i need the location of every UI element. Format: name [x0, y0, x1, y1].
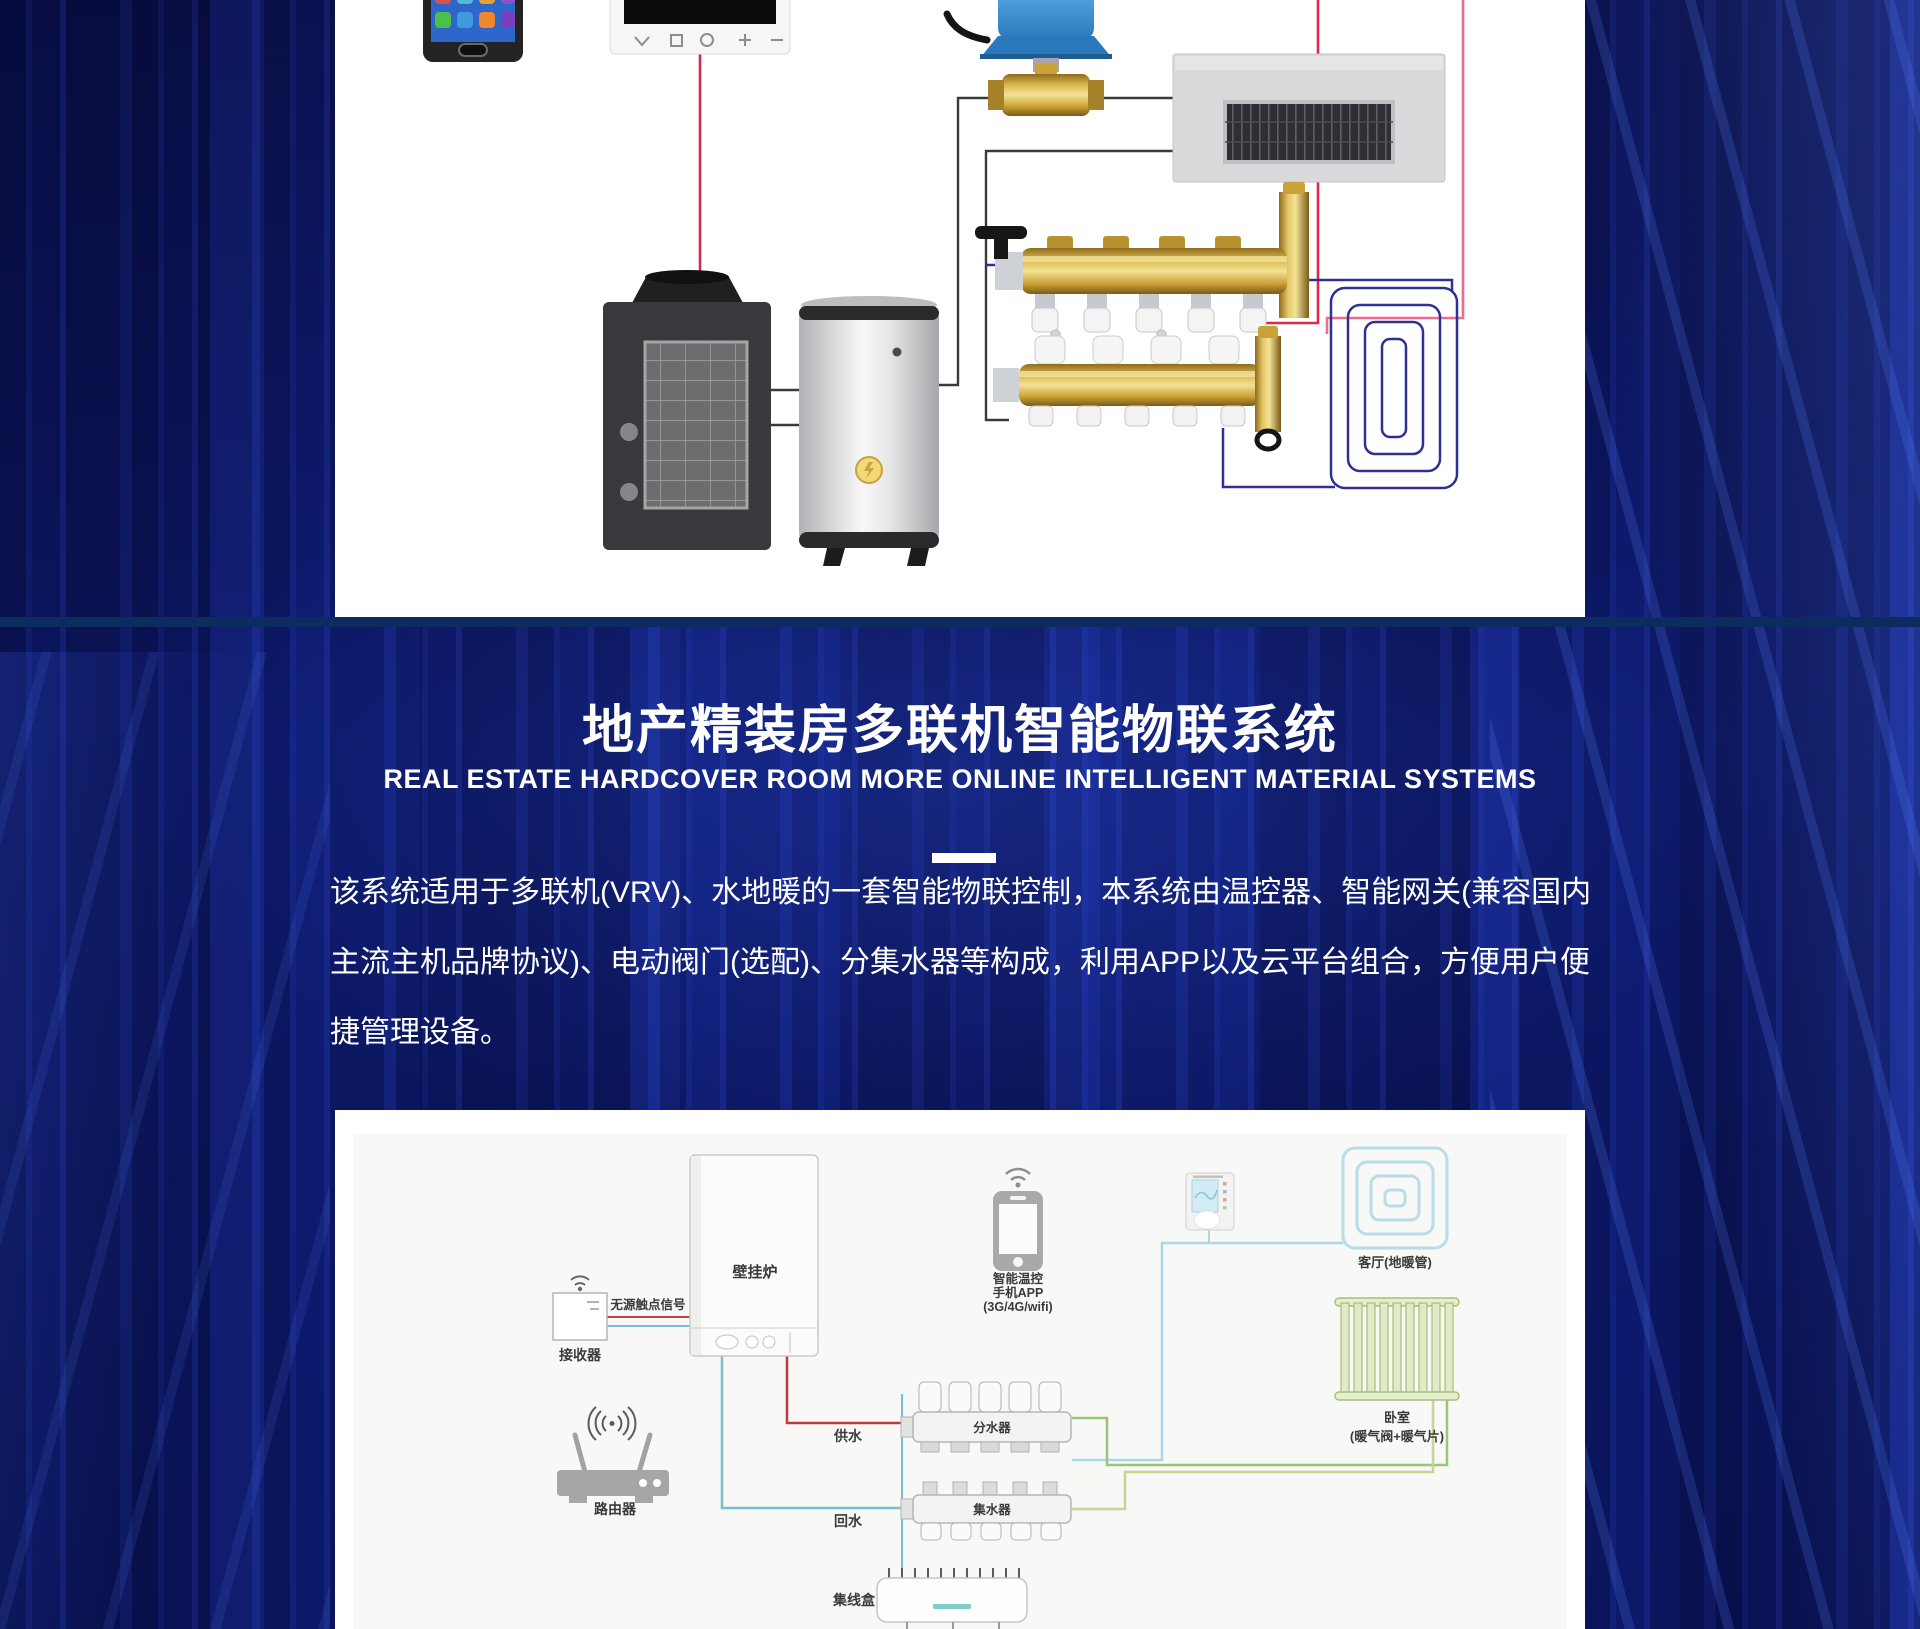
bedroom-label: 卧室	[1384, 1410, 1410, 1425]
valve-handle	[975, 226, 1027, 239]
wiring-lines	[607, 1230, 1449, 1578]
pipe-ac-to-lower-manifold	[984, 149, 1173, 422]
mode-button-icon	[634, 36, 650, 47]
vrv-system-diagram	[423, 0, 1465, 566]
boiler-system-diagram-panel: 客厅(地暖管) 卧室 (暖气阀+暖气片)	[335, 1110, 1585, 1629]
router-antennas	[572, 1432, 653, 1475]
living-room-label: 客厅(地暖管)	[1358, 1255, 1432, 1270]
bedroom-radiator	[1334, 1297, 1460, 1401]
supply-pipe	[785, 1356, 913, 1425]
receiver	[552, 1275, 608, 1341]
controller-buttons	[634, 33, 783, 47]
pipe-heatpump-to-tank	[770, 388, 799, 427]
phone-label-3: (3G/4G/wifi)	[983, 1300, 1052, 1314]
wall-hung-boiler	[689, 1154, 819, 1357]
hub-label: 集线盒	[832, 1592, 876, 1608]
wifi-icon	[570, 1275, 590, 1286]
distributor-label: 分水器	[973, 1420, 1011, 1435]
title-divider	[932, 853, 996, 863]
valve-cable	[943, 10, 991, 44]
pipe-coil-return	[1221, 428, 1335, 489]
controller-screen	[624, 0, 776, 24]
manifold-valve-bodies	[1031, 294, 1267, 333]
collector-label: 集水器	[972, 1502, 1011, 1517]
floor-heating-coil	[1329, 286, 1459, 490]
receiver-label: 接收器	[559, 1347, 602, 1363]
system-description: 该系统适用于多联机(VRV)、水地暖的一套智能物联控制，本系统由温控器、智能网关…	[330, 876, 1592, 1049]
pipe-right-pink	[1325, 0, 1465, 334]
manifold-valve-bodies	[1028, 405, 1246, 427]
brass-manifold-lower	[993, 326, 1282, 452]
wifi-icon	[1005, 1167, 1031, 1181]
phone-label-1: 智能温控	[992, 1271, 1044, 1286]
router-label: 路由器	[594, 1501, 637, 1517]
collector-manifold	[900, 1481, 1072, 1541]
living-room-coil	[1341, 1146, 1449, 1250]
living-room-loop-pipe	[1072, 1241, 1343, 1462]
smartphone-app	[423, 0, 523, 62]
light-ray-left	[0, 651, 330, 1629]
bedroom-label-detail: (暖气阀+暖气片)	[1350, 1429, 1444, 1444]
wiring-hub	[876, 1568, 1028, 1629]
buffer-water-tank	[799, 296, 939, 566]
boiler-label: 壁挂炉	[732, 1263, 777, 1281]
duct-type-indoor-unit	[1172, 53, 1446, 183]
app-icons	[435, 0, 515, 28]
router	[557, 1406, 669, 1503]
phone-app	[993, 1167, 1043, 1271]
page-subtitle: REAL ESTATE HARDCOVER ROOM MORE ONLINE I…	[383, 764, 1537, 794]
ac-grille	[1223, 100, 1395, 164]
plus-button-icon	[739, 34, 751, 46]
heat-pump-panel	[643, 340, 749, 510]
hub-output-wires	[906, 1622, 1000, 1629]
pipe-manifold-to-coil-top	[1247, 278, 1454, 292]
actuator-heads	[918, 1381, 1062, 1413]
vrv-system-diagram-panel	[335, 0, 1585, 617]
radiator-return-pipe	[1072, 1400, 1435, 1511]
phone-screen	[999, 1204, 1037, 1254]
power-button-icon	[700, 33, 714, 47]
bolt-icon	[864, 462, 874, 479]
home-button	[1013, 1257, 1023, 1267]
thermo-actuator-caps	[1034, 335, 1240, 365]
separator-band	[0, 617, 1920, 627]
signal-label: 无源触点信号	[609, 1297, 685, 1312]
wifi-broadcast-icon	[587, 1406, 637, 1441]
motorized-ball-valve	[943, 0, 1112, 116]
room-thermostat	[1185, 1172, 1235, 1231]
phone-label-2: 手机APP	[993, 1285, 1044, 1300]
wall-controller	[609, 0, 791, 55]
heat-pump-unit	[603, 270, 771, 550]
supply-label: 供水	[833, 1428, 863, 1444]
hub-terminals	[888, 1568, 1020, 1578]
boiler-system-diagram: 客厅(地暖管) 卧室 (暖气阀+暖气片)	[353, 1134, 1567, 1629]
return-pipe	[720, 1356, 913, 1510]
distributor-manifold	[900, 1381, 1072, 1453]
home-button	[458, 43, 488, 57]
return-label: 回水	[834, 1513, 863, 1529]
radiator-supply-pipe	[1072, 1400, 1449, 1467]
page-title: 地产精装房多联机智能物联系统	[581, 702, 1338, 760]
menu-button-icon	[670, 34, 683, 47]
